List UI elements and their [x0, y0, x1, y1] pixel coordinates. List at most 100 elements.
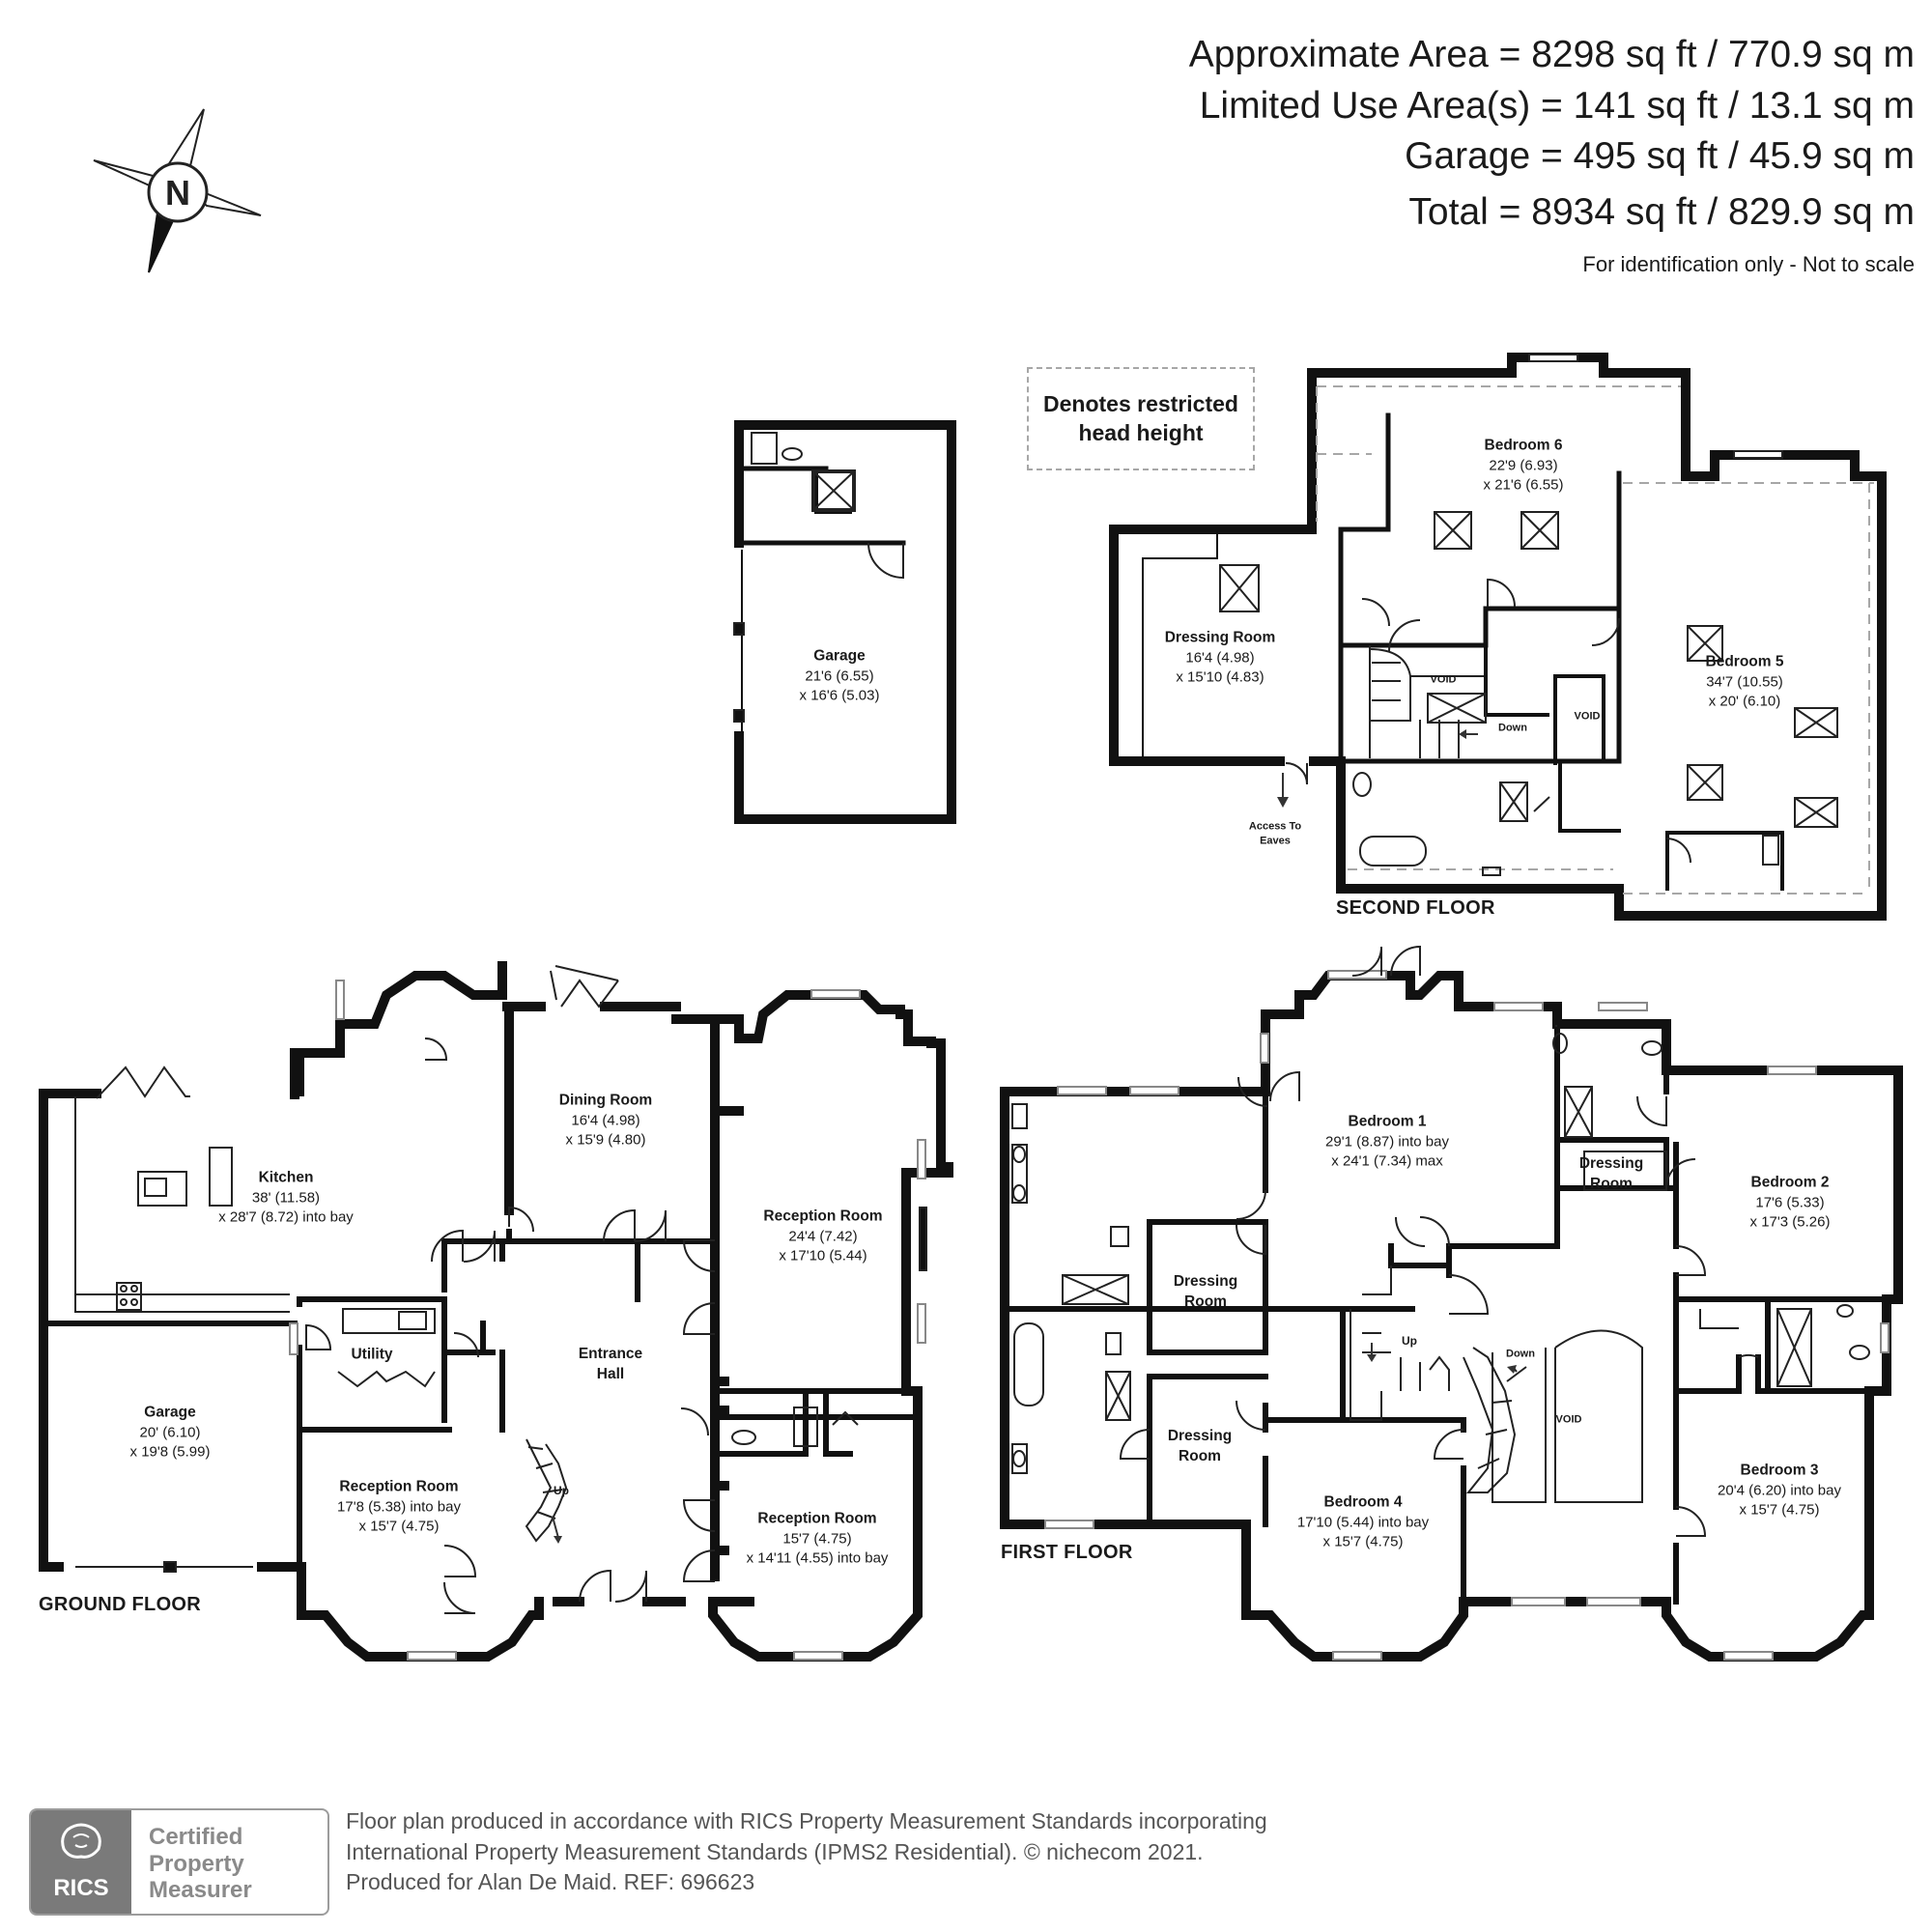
ground-floor-label: GROUND FLOOR	[39, 1594, 202, 1615]
room-bedroom-1: Bedroom 1 29'1 (8.87) into bay x 24'1 (7…	[1325, 1112, 1449, 1171]
ground-floor-walls	[39, 961, 953, 1662]
room-dressing-first-b2: Dressing Room	[1579, 1154, 1643, 1195]
legend-line-1: Denotes restricted	[1043, 390, 1238, 416]
room-dim-1: 20'4 (6.20) into bay	[1718, 1482, 1841, 1499]
room-entrance-hall: Entrance Hall	[579, 1345, 642, 1385]
room-dim-2: x 28'7 (8.72) into bay	[218, 1208, 354, 1226]
room-name: Dressing	[1173, 1273, 1238, 1291]
room-dim-2: x 15'7 (4.75)	[1739, 1501, 1820, 1519]
rics-badge-text: Certified Property Measurer	[149, 1824, 252, 1904]
room-dim-2: x 15'10 (4.83)	[1176, 668, 1264, 686]
room-dim-1: 16'4 (4.98)	[571, 1112, 640, 1129]
room-name: Entrance	[578, 1346, 643, 1363]
room-utility: Utility	[351, 1346, 392, 1366]
void-label-second-2: VOID	[1574, 710, 1601, 723]
access-line-2: Eaves	[1260, 836, 1291, 847]
room-name: Kitchen	[258, 1169, 314, 1186]
room-name: Bedroom 1	[1348, 1113, 1427, 1130]
second-floor-restricted	[1316, 385, 1874, 895]
room-dressing-first-b1: Dressing Room	[1174, 1272, 1237, 1313]
first-floor-fixtures	[1011, 945, 1889, 1661]
room-dressing-second: Dressing Room 16'4 (4.98) x 15'10 (4.83)	[1165, 628, 1276, 687]
stairs-up-label-ground: Up	[554, 1484, 569, 1497]
room-name: Bedroom 4	[1323, 1493, 1403, 1511]
second-floor-walls	[1109, 353, 1887, 921]
room-dim-2: x 20' (6.10)	[1708, 693, 1781, 710]
room-kitchen: Kitchen 38' (11.58) x 28'7 (8.72) into b…	[218, 1168, 354, 1227]
rics-badge-left: RICS	[31, 1810, 131, 1914]
room-dim-2: x 24'1 (7.34) max	[1331, 1152, 1443, 1170]
ground-floor-fixtures	[74, 965, 927, 1661]
room-bedroom-4: Bedroom 4 17'10 (5.44) into bay x 15'7 (…	[1297, 1492, 1429, 1551]
room-dim-1: 16'4 (4.98)	[1185, 649, 1255, 667]
room-name: Garage	[144, 1404, 196, 1421]
room-name-2: Room	[1179, 1448, 1221, 1464]
void-label-second-1: VOID	[1430, 673, 1457, 686]
room-bedroom-5: Bedroom 5 34'7 (10.55) x 20' (6.10)	[1706, 652, 1784, 711]
room-dim-1: 21'6 (6.55)	[805, 668, 874, 685]
room-dim-2: x 17'3 (5.26)	[1749, 1213, 1831, 1231]
room-dim-2: x 15'7 (4.75)	[358, 1518, 440, 1535]
room-name: Bedroom 5	[1705, 653, 1784, 670]
room-dressing-first-b4: Dressing Room	[1168, 1427, 1232, 1467]
room-name: Bedroom 2	[1750, 1174, 1830, 1191]
stairs-up-label-first: Up	[1402, 1334, 1417, 1348]
room-name: Garage	[813, 647, 866, 665]
room-name-2: Room	[1184, 1293, 1227, 1310]
room-dim-1: 34'7 (10.55)	[1706, 673, 1783, 691]
room-reception-front-left: Reception Room 17'8 (5.38) into bay x 15…	[337, 1477, 461, 1536]
room-dining: Dining Room 16'4 (4.98) x 15'9 (4.80)	[559, 1091, 652, 1150]
room-name: Bedroom 3	[1740, 1462, 1819, 1479]
badge-line-1: Certified	[149, 1824, 243, 1850]
void-label-first: VOID	[1555, 1413, 1582, 1426]
room-bedroom-2: Bedroom 2 17'6 (5.33) x 17'3 (5.26)	[1750, 1173, 1831, 1232]
rics-lion-logo-icon	[61, 1823, 101, 1859]
room-name: Bedroom 6	[1484, 437, 1563, 454]
footer-line-3: Produced for Alan De Maid. REF: 696623	[346, 1869, 755, 1895]
access-to-eaves-label: Access To Eaves	[1249, 820, 1301, 850]
room-reception-right: Reception Room 24'4 (7.42) x 17'10 (5.44…	[763, 1207, 882, 1265]
room-garage-integral: Garage 20' (6.10) x 19'8 (5.99)	[130, 1403, 211, 1462]
footer-text: Floor plan produced in accordance with R…	[346, 1806, 1267, 1898]
first-floor-walls	[1000, 971, 1903, 1662]
room-dim-1: 29'1 (8.87) into bay	[1325, 1133, 1449, 1151]
compass-letter: N	[165, 173, 190, 213]
identification-note: For identification only - Not to scale	[1582, 252, 1915, 276]
room-dim-1: 17'6 (5.33)	[1755, 1194, 1825, 1211]
room-dim-2: x 15'9 (4.80)	[565, 1131, 646, 1149]
room-name: Dressing	[1167, 1428, 1233, 1445]
room-name-2: Hall	[596, 1366, 625, 1382]
room-name: Reception Room	[339, 1478, 459, 1495]
room-dim-2: x 16'6 (5.03)	[799, 687, 880, 704]
stairs-down-label-first: Down	[1506, 1348, 1535, 1360]
access-line-1: Access To	[1248, 820, 1302, 833]
rics-word: RICS	[53, 1875, 109, 1901]
detached-garage-walls	[734, 420, 956, 824]
rics-certified-badge: RICS Certified Property Measurer	[29, 1808, 329, 1916]
legend-line-2: head height	[1078, 419, 1204, 445]
room-dim-1: 22'9 (6.93)	[1489, 457, 1558, 474]
approximate-area: Approximate Area = 8298 sq ft / 770.9 sq…	[1188, 34, 1915, 75]
room-name: Dressing Room	[1164, 629, 1276, 646]
room-name: Reception Room	[763, 1208, 883, 1225]
badge-line-3: Measurer	[149, 1877, 252, 1904]
room-dim-1: 24'4 (7.42)	[788, 1228, 858, 1245]
stairs-down-label-second: Down	[1498, 722, 1527, 734]
room-bedroom-6: Bedroom 6 22'9 (6.93) x 21'6 (6.55)	[1484, 436, 1564, 495]
first-floor-label: FIRST FLOOR	[1001, 1542, 1133, 1563]
room-dim-2: x 19'8 (5.99)	[129, 1443, 211, 1461]
room-dim-1: 17'8 (5.38) into bay	[337, 1498, 461, 1516]
room-name-2: Room	[1590, 1176, 1633, 1192]
room-dim-2: x 17'10 (5.44)	[779, 1247, 867, 1264]
limited-use-area: Limited Use Area(s) = 141 sq ft / 13.1 s…	[1199, 85, 1915, 127]
room-reception-front-right: Reception Room 15'7 (4.75) x 14'11 (4.55…	[747, 1509, 889, 1568]
total-area: Total = 8934 sq ft / 829.9 sq m	[1408, 191, 1915, 233]
garage-area: Garage = 495 sq ft / 45.9 sq m	[1405, 135, 1915, 177]
room-name: Dressing	[1578, 1155, 1644, 1173]
room-dim-1: 15'7 (4.75)	[782, 1530, 852, 1548]
badge-line-2: Property	[149, 1850, 244, 1877]
footer-line-2: International Property Measurement Stand…	[346, 1838, 1204, 1864]
north-compass-icon: N	[93, 108, 262, 273]
